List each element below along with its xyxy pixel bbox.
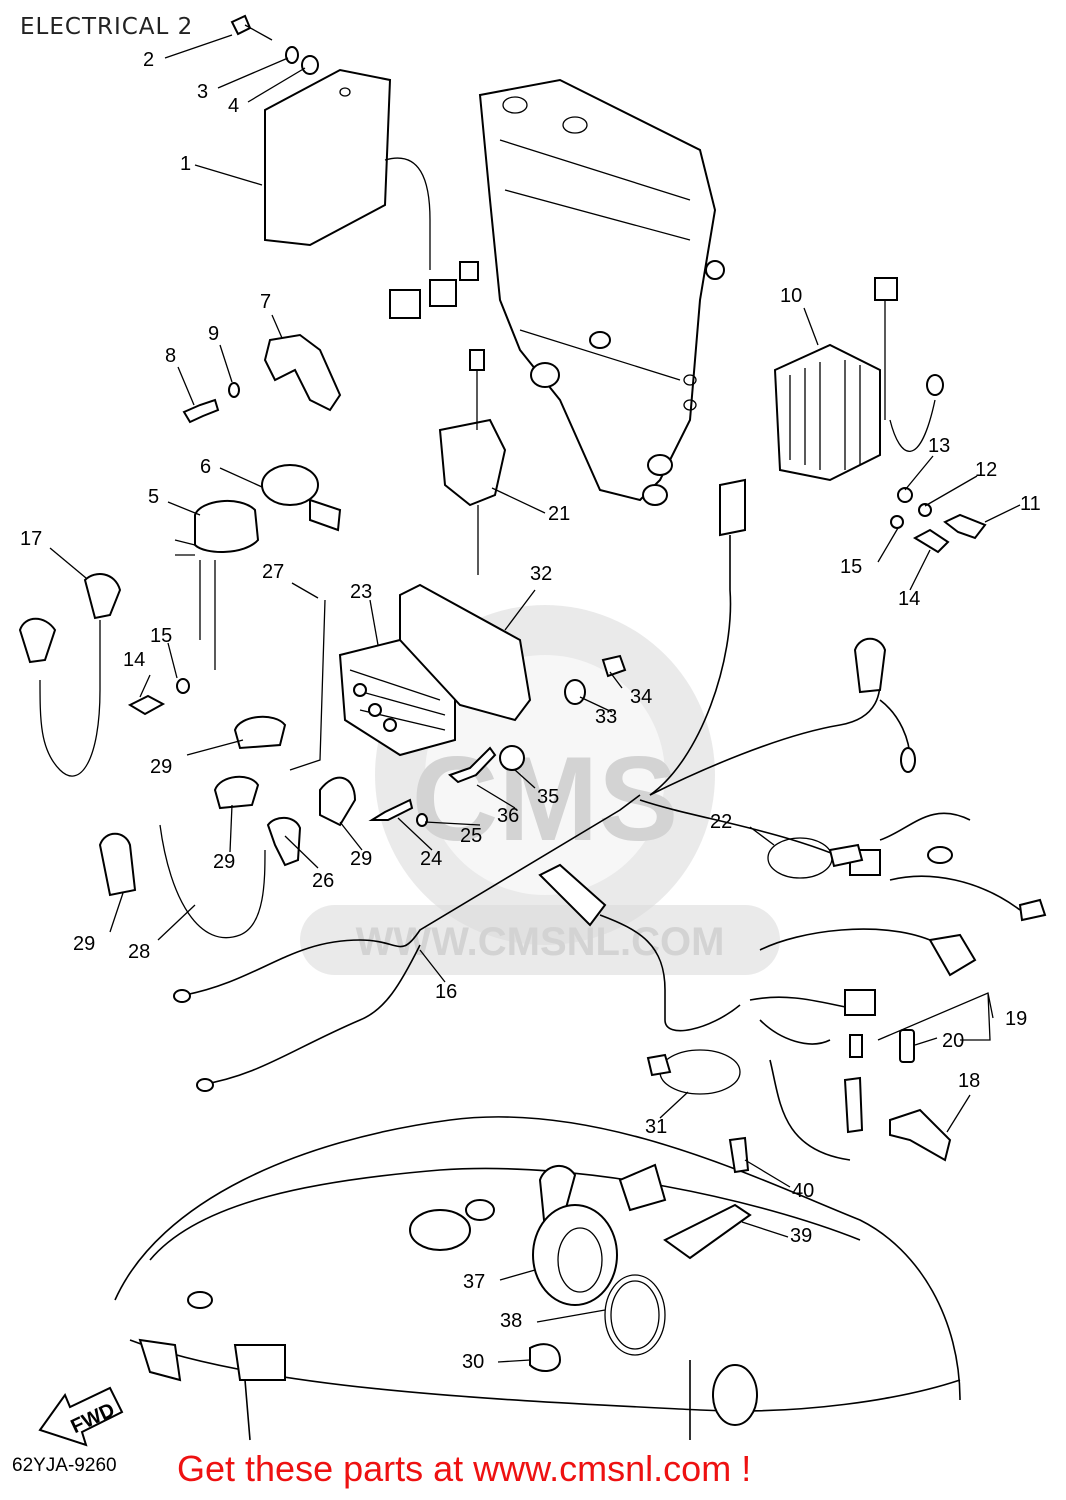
part-11-bolt: [127, 487, 987, 716]
callout-5: 5: [148, 486, 159, 508]
part-22-band: [767, 837, 864, 879]
callout-14b: 14: [123, 649, 145, 671]
callout-11: 11: [1020, 493, 1041, 515]
callout-2: 2: [143, 49, 154, 71]
part-33-grommet: [368, 654, 627, 827]
callout-10: 10: [780, 285, 802, 307]
callout-39: 39: [790, 1225, 812, 1247]
diagram-code: 62YJA-9260: [12, 1455, 117, 1476]
main-harness-cable: [639, 478, 916, 871]
callout-22: 22: [710, 811, 732, 833]
callout-12: 12: [975, 459, 997, 481]
part-31-band: [646, 1049, 741, 1095]
callout-8: 8: [165, 345, 176, 367]
callout-15b: 15: [150, 625, 172, 647]
callout-3: 3: [197, 81, 208, 103]
callout-35: 35: [537, 786, 559, 808]
part-17-cap: [18, 573, 122, 777]
callout-13: 13: [928, 435, 950, 457]
watermark-url: WWW.CMSNL.COM: [356, 920, 725, 964]
callout-33: 33: [595, 706, 617, 728]
callout-32: 32: [530, 563, 552, 585]
part-8-bolt: [182, 382, 240, 424]
callout-37: 37: [463, 1271, 485, 1293]
callout-1: 1: [180, 153, 191, 175]
part-16-battery-cable: [173, 794, 641, 1092]
callout-numbers: 1 2 3 4 5 6 7 8 9 10 11 12 13 14 14 15 1…: [20, 49, 1041, 1373]
callout-17: 17: [20, 528, 42, 550]
mounting-bracket: [478, 78, 725, 506]
part-20-fuse: [843, 1029, 915, 1134]
part-39-plate: [663, 1136, 752, 1260]
callout-29c: 29: [350, 848, 372, 870]
fwd-arrow-icon: FWD: [38, 1386, 124, 1447]
part-18-clip: [889, 1108, 952, 1162]
callout-30: 30: [462, 1351, 484, 1373]
callout-29b: 29: [213, 851, 235, 873]
callout-40: 40: [792, 1180, 814, 1202]
watermark-logo: CMS WWW.CMSNL.COM: [300, 605, 780, 975]
callout-36: 36: [497, 805, 519, 827]
callout-25: 25: [460, 825, 482, 847]
callout-19: 19: [1005, 1008, 1027, 1030]
callout-29d: 29: [73, 933, 95, 955]
callout-28: 28: [128, 941, 150, 963]
leader-lines: [49, 34, 1021, 1363]
callout-7: 7: [260, 291, 271, 313]
part-19-wire-harness: [749, 812, 1047, 1161]
callout-18: 18: [958, 1070, 980, 1092]
callout-34: 34: [630, 686, 652, 708]
part-32-plate: [399, 583, 532, 722]
part-1-cdi-unit: [264, 68, 479, 319]
callout-27: 27: [262, 561, 284, 583]
part-30-clip: [529, 1343, 562, 1372]
part-29-caps: [98, 599, 357, 939]
callout-15: 15: [840, 556, 862, 578]
diagram-title: ELECTRICAL 2: [20, 14, 194, 40]
callout-14: 14: [898, 588, 920, 610]
part-6-holder: [261, 464, 342, 532]
callout-26: 26: [312, 870, 334, 892]
part-38-o-ring: [604, 1274, 666, 1356]
callout-24: 24: [420, 848, 442, 870]
part-21-holder: [438, 349, 507, 575]
callout-9: 9: [208, 323, 219, 345]
callout-6: 6: [200, 456, 211, 478]
promo-link[interactable]: Get these parts at www.cmsnl.com !: [177, 1448, 752, 1489]
callout-31: 31: [645, 1116, 667, 1138]
callout-23: 23: [350, 581, 372, 603]
callout-20: 20: [942, 1030, 964, 1052]
callout-16: 16: [435, 981, 457, 1003]
callout-38: 38: [500, 1310, 522, 1332]
bottom-cowling: [114, 1116, 961, 1441]
part-7-plate: [263, 333, 342, 412]
callout-29a: 29: [150, 756, 172, 778]
callout-21: 21: [548, 503, 570, 525]
part-10-rectifier: [773, 277, 944, 482]
part-connector-plug: [538, 863, 741, 1032]
part-5-relay: [174, 499, 260, 670]
part-37-grommet: [532, 1165, 618, 1306]
cowling-label-plate: [618, 1163, 667, 1212]
callout-4: 4: [228, 95, 239, 117]
part-2-screw: [230, 14, 319, 75]
